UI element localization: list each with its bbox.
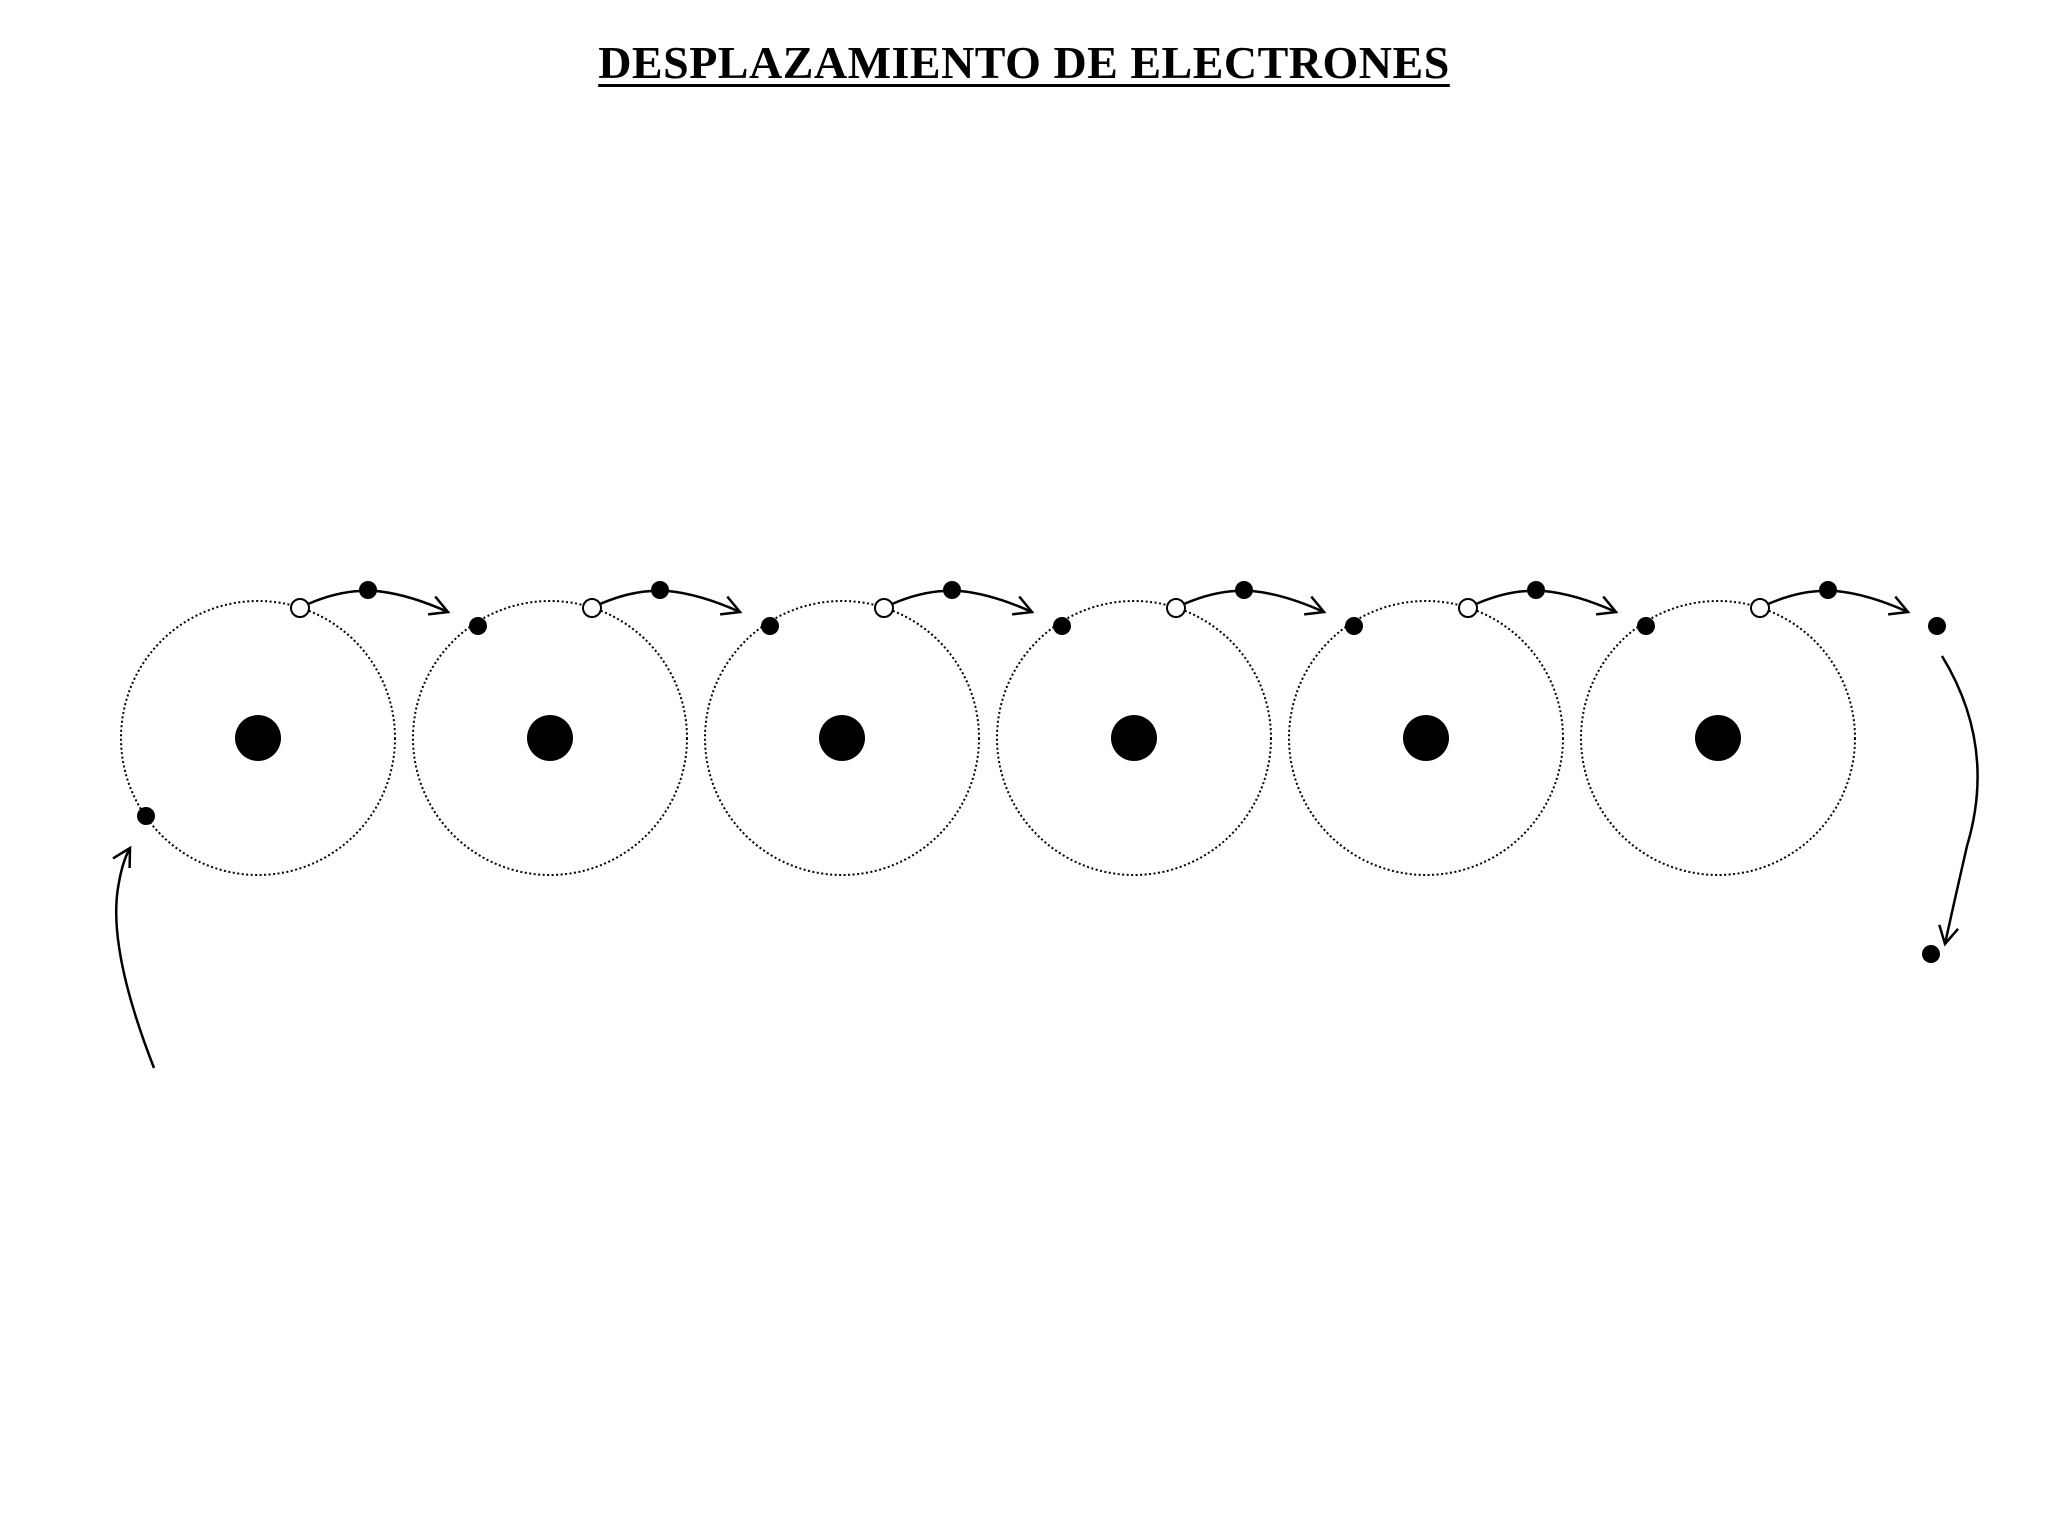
exit-electron [1928, 617, 1946, 635]
nucleus-atom-5 [1403, 715, 1449, 761]
orbit-atom-5 [1288, 600, 1564, 876]
arrow-head-atom-4 [1303, 595, 1327, 616]
entry-arrow-head [112, 845, 132, 869]
final-electron [1922, 945, 1940, 963]
arrow-head-atom-5 [1595, 595, 1619, 616]
orbit-atom-4 [996, 600, 1272, 876]
jump-path-atom-4 [1183, 589, 1237, 606]
jumping-electron-atom-5 [1527, 581, 1545, 599]
transfer-path-atom-2 [667, 589, 741, 614]
orbit-atom-6 [1580, 600, 1856, 876]
nucleus-atom-1 [235, 715, 281, 761]
jumping-electron-atom-1 [359, 581, 377, 599]
jump-path-atom-5 [1475, 589, 1529, 606]
exit-path [1940, 655, 1979, 945]
orbit-atom-3 [704, 600, 980, 876]
arrow-head-atom-3 [1011, 595, 1035, 616]
arriving-electron-atom-6 [1637, 617, 1655, 635]
arriving-electron-atom-5 [1345, 617, 1363, 635]
nucleus-atom-3 [819, 715, 865, 761]
jump-path-atom-2 [599, 589, 653, 606]
arrow-head-atom-1 [427, 595, 451, 616]
jump-path-atom-6 [1767, 589, 1821, 606]
transfer-path-atom-5 [1543, 589, 1617, 614]
arrow-head-atom-2 [719, 595, 743, 616]
arriving-electron-atom-2 [469, 617, 487, 635]
orbit-atom-1 [120, 600, 396, 876]
nucleus-atom-2 [527, 715, 573, 761]
page-title: DESPLAZAMIENTO DE ELECTRONES [598, 37, 1450, 88]
jumping-electron-atom-3 [943, 581, 961, 599]
entry-electron [137, 807, 155, 825]
hole-atom-3 [874, 598, 894, 618]
entry-path [115, 847, 156, 1069]
exit-arrow-head [1938, 924, 1959, 947]
transfer-path-atom-4 [1251, 589, 1325, 614]
hole-atom-4 [1166, 598, 1186, 618]
jumping-electron-atom-2 [651, 581, 669, 599]
jump-path-atom-3 [891, 589, 945, 606]
hole-atom-6 [1750, 598, 1770, 618]
jumping-electron-atom-6 [1819, 581, 1837, 599]
jumping-electron-atom-4 [1235, 581, 1253, 599]
arrow-head-atom-6 [1887, 595, 1911, 616]
hole-atom-5 [1458, 598, 1478, 618]
transfer-path-atom-3 [959, 589, 1033, 614]
hole-atom-1 [290, 598, 310, 618]
transfer-path-atom-1 [375, 589, 449, 614]
nucleus-atom-4 [1111, 715, 1157, 761]
arriving-electron-atom-3 [761, 617, 779, 635]
nucleus-atom-6 [1695, 715, 1741, 761]
arriving-electron-atom-4 [1053, 617, 1071, 635]
jump-path-atom-1 [307, 589, 361, 606]
transfer-path-atom-6 [1835, 589, 1909, 614]
orbit-atom-2 [412, 600, 688, 876]
hole-atom-2 [582, 598, 602, 618]
